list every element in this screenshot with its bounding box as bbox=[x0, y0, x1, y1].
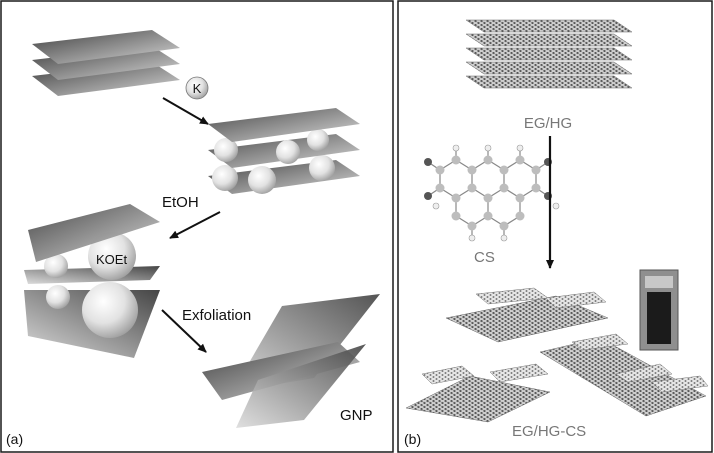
intercalated-stack bbox=[208, 108, 360, 194]
panel-b: EG/HG bbox=[397, 0, 713, 453]
lattice-layer bbox=[465, 19, 633, 33]
expanded-stack bbox=[24, 204, 160, 358]
graphite-lattice-stack bbox=[465, 19, 633, 89]
graphite-stack bbox=[32, 30, 180, 96]
potassium-sphere bbox=[276, 140, 300, 164]
koet-sphere bbox=[44, 254, 68, 278]
eg-hg-label: EG/HG bbox=[524, 115, 572, 132]
lattice-layer bbox=[465, 47, 633, 61]
lattice-sheet bbox=[421, 365, 475, 385]
koet-sphere bbox=[82, 282, 138, 338]
panel-a-frame bbox=[0, 0, 394, 453]
graphite-sheet bbox=[32, 62, 180, 96]
gnp-label: GNP bbox=[340, 407, 373, 424]
graphite-sheet bbox=[28, 204, 160, 262]
exfoliation-label: Exfoliation bbox=[182, 307, 251, 324]
panel-b-frame bbox=[397, 0, 713, 453]
lattice-sheet bbox=[545, 291, 607, 309]
potassium-sphere bbox=[214, 138, 238, 162]
lattice-sheet bbox=[489, 363, 549, 383]
panel-a-tag: (a) bbox=[6, 431, 23, 447]
eg-hg-cs-label: EG/HG-CS bbox=[512, 423, 586, 440]
lattice-sheet bbox=[571, 333, 629, 351]
etoh-label: EtOH bbox=[162, 194, 199, 211]
cs-atoms bbox=[424, 144, 560, 242]
panel-b-tag: (b) bbox=[404, 431, 421, 447]
koet-sphere bbox=[46, 285, 70, 309]
lattice-sheet bbox=[405, 375, 551, 423]
lattice-sheet bbox=[615, 363, 673, 383]
arrow-intercalation bbox=[162, 97, 209, 125]
graphite-sheet bbox=[32, 46, 180, 80]
exfoliated-sheets bbox=[202, 294, 380, 428]
lattice-layer bbox=[465, 75, 633, 89]
functionalized-sheets bbox=[405, 287, 709, 423]
graphite-sheet bbox=[208, 108, 360, 142]
lattice-sheet bbox=[445, 295, 609, 343]
potassium-sphere bbox=[307, 129, 329, 151]
graphite-sheet bbox=[32, 30, 180, 64]
lattice-layer bbox=[465, 61, 633, 75]
graphene-sheet bbox=[236, 344, 366, 428]
graphene-sheet bbox=[202, 342, 360, 400]
potassium-label: K bbox=[193, 81, 202, 96]
potassium-sphere bbox=[309, 155, 335, 181]
potassium-sphere bbox=[212, 165, 238, 191]
lattice-sheet bbox=[651, 375, 709, 393]
panel-a: K EtOH KOEt Exfoliation bbox=[0, 0, 394, 453]
vial-inset bbox=[639, 269, 679, 351]
koet-label: KOEt bbox=[96, 252, 127, 267]
lattice-layer bbox=[465, 33, 633, 47]
potassium-atom: K bbox=[185, 76, 209, 100]
arrow-exfoliation bbox=[161, 309, 207, 353]
koet-sphere bbox=[88, 232, 136, 280]
arrow-solvation bbox=[169, 211, 221, 239]
cs-label: CS bbox=[474, 249, 495, 266]
potassium-sphere bbox=[248, 166, 276, 194]
